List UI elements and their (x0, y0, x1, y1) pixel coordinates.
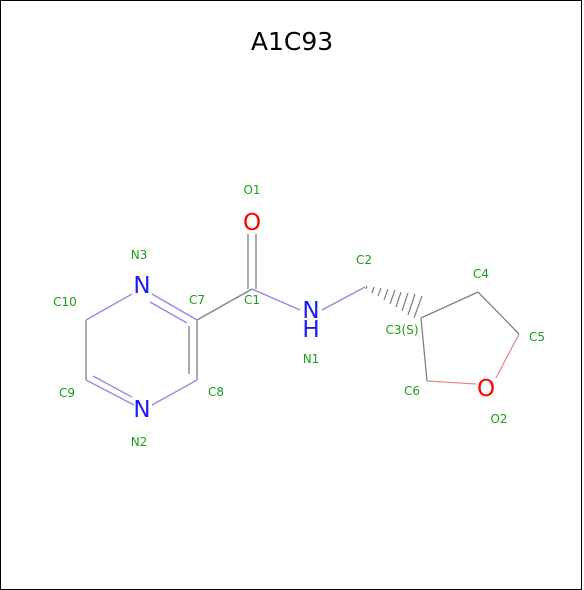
molecule-title: A1C93 (250, 27, 334, 56)
bond-layer (85, 234, 520, 406)
label-c10: C10 (53, 295, 77, 309)
bond-c8-n2 (151, 379, 198, 406)
atom-n3-symbol: N (133, 273, 150, 299)
label-c9: C9 (59, 386, 75, 400)
bond-n3-c7-b (149, 301, 188, 324)
bond-c5-o2 (495, 333, 520, 379)
label-n2: N2 (131, 435, 148, 449)
bond-n2-c9-b (92, 375, 133, 398)
label-c2: C2 (356, 253, 372, 267)
label-c5: C5 (529, 330, 545, 344)
label-c8: C8 (208, 385, 224, 399)
label-c1: C1 (244, 293, 260, 307)
bond-o2-c6 (426, 380, 477, 385)
bond-n2-c9-a (85, 379, 135, 406)
bond-c4-c5 (477, 291, 520, 335)
atom-o1-symbol: O (243, 210, 261, 236)
label-o1: O1 (243, 183, 260, 197)
bond-c10-n3 (85, 293, 133, 321)
bond-c6-c3 (420, 317, 428, 382)
label-n3: N3 (131, 248, 148, 262)
label-c4: C4 (473, 267, 489, 281)
bond-c1-c7 (196, 288, 253, 321)
atom-label-layer: O1 C1 N1 C2 C3(S) C4 C5 O2 C6 C7 C8 N2 C… (53, 183, 545, 449)
atom-n1-symbol: N (302, 298, 319, 324)
atom-n2-symbol: N (133, 397, 150, 423)
label-c7: C7 (189, 293, 205, 307)
label-o2: O2 (490, 412, 507, 426)
label-n1: N1 (303, 352, 320, 366)
bond-c3-c4 (420, 291, 479, 319)
atom-o2-symbol: O (477, 376, 495, 402)
bond-c2-c3-hashed (365, 285, 423, 319)
bond-c1-n1 (251, 288, 301, 311)
atom-n1-hydrogen: H (302, 317, 319, 343)
label-c6: C6 (404, 384, 420, 398)
label-c3: C3(S) (386, 323, 419, 337)
bond-n3-c7-a (151, 293, 198, 321)
bond-n1-c2 (321, 286, 366, 311)
